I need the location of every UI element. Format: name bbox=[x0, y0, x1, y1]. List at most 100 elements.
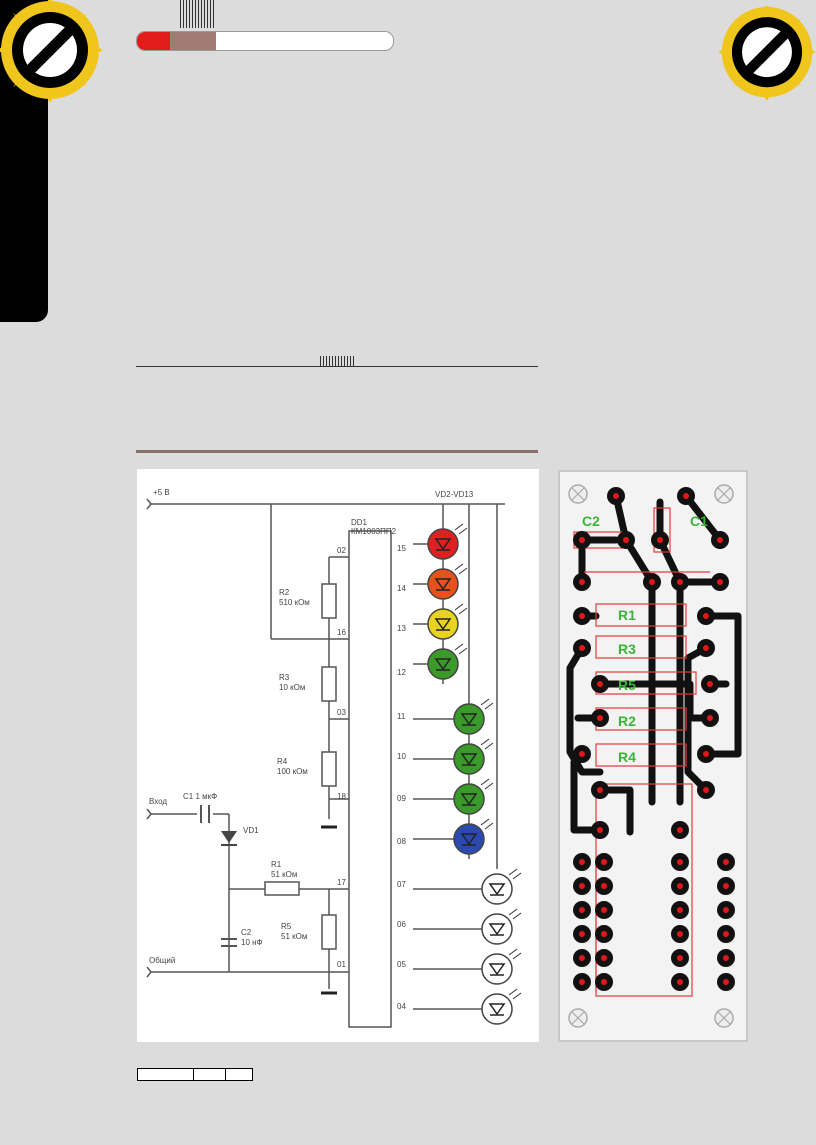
pcb-pad-hole bbox=[703, 613, 709, 619]
pcb-pad-hole bbox=[649, 579, 655, 585]
pcb-layout: C2 C1 R1 R3 R5 R2 R4 bbox=[558, 470, 748, 1042]
pcb-pad-hole bbox=[601, 955, 607, 961]
ic-part-label: КМ1003ПП2 bbox=[351, 527, 397, 536]
pcb-label-r3: R3 bbox=[618, 641, 636, 657]
pcb-pad-hole bbox=[723, 931, 729, 937]
input-label: Вход bbox=[149, 797, 167, 806]
pin-07: 07 bbox=[397, 880, 406, 889]
pcb-pad-hole bbox=[579, 613, 585, 619]
pcb-label-r1: R1 bbox=[618, 607, 636, 623]
r1-label: R1 bbox=[271, 860, 282, 869]
pcb-pad-hole bbox=[683, 493, 689, 499]
pin-06: 06 bbox=[397, 920, 406, 929]
r4-value: 100 кОм bbox=[277, 767, 308, 776]
led-4 bbox=[427, 603, 468, 640]
r2-label: R2 bbox=[279, 588, 290, 597]
pcb-drawing: C2 C1 R1 R3 R5 R2 R4 bbox=[566, 484, 742, 1028]
caption-box bbox=[194, 1069, 226, 1080]
pin-05: 05 bbox=[397, 960, 406, 969]
pcb-pad-hole bbox=[677, 979, 683, 985]
supply-label: +5 В bbox=[153, 488, 170, 497]
pcb-pad-hole bbox=[579, 931, 585, 937]
pcb-label-r5: R5 bbox=[618, 677, 636, 693]
pcb-pad-hole bbox=[707, 715, 713, 721]
schematic-drawing: +5 В VD2-VD13 DD1 КМ1003ПП2 R2 510 кОм R… bbox=[146, 488, 522, 1028]
pcb-pad-hole bbox=[677, 955, 683, 961]
led-range-label: VD2-VD13 bbox=[435, 490, 474, 499]
pcb-pad-hole bbox=[579, 579, 585, 585]
c1-label: C1 1 мкФ bbox=[183, 792, 217, 801]
pin-14: 14 bbox=[397, 584, 406, 593]
pcb-pad-hole bbox=[677, 579, 683, 585]
pcb-pad-hole bbox=[601, 931, 607, 937]
r1-value: 51 кОм bbox=[271, 870, 297, 879]
pcb-pad-hole bbox=[579, 883, 585, 889]
r3-label: R3 bbox=[279, 673, 290, 682]
r2-value: 510 кОм bbox=[279, 598, 310, 607]
pin-10: 10 bbox=[397, 752, 406, 761]
pcb-pad-hole bbox=[579, 645, 585, 651]
c2-label: C2 bbox=[241, 928, 252, 937]
pin-08: 08 bbox=[397, 837, 406, 846]
header-tick-marks bbox=[180, 0, 214, 28]
pcb-pad-hole bbox=[579, 955, 585, 961]
pin-15: 15 bbox=[397, 544, 406, 553]
pcb-pad-hole bbox=[601, 859, 607, 865]
pcb-pad-hole bbox=[601, 883, 607, 889]
circuit-schematic: +5 В VD2-VD13 DD1 КМ1003ПП2 R2 510 кОм R… bbox=[137, 469, 539, 1042]
led-7 bbox=[453, 738, 494, 775]
led-13 bbox=[481, 988, 522, 1025]
pcb-pad-hole bbox=[717, 579, 723, 585]
pcb-pad-hole bbox=[723, 907, 729, 913]
pin-09: 09 bbox=[397, 794, 406, 803]
pcb-label-r4: R4 bbox=[618, 749, 636, 765]
pin-12: 12 bbox=[397, 668, 406, 677]
pin-16: 16 bbox=[337, 628, 346, 637]
pin-18: 18 bbox=[337, 792, 346, 801]
pin-03: 03 bbox=[337, 708, 346, 717]
pcb-label-c2: C2 bbox=[582, 513, 600, 529]
pin-02: 02 bbox=[337, 546, 346, 555]
section-rule-thick bbox=[136, 450, 538, 453]
led-3 bbox=[427, 563, 468, 600]
pcb-label-c1: C1 bbox=[690, 513, 708, 529]
pcb-pad-hole bbox=[597, 681, 603, 687]
ic-ref-label: DD1 bbox=[351, 518, 368, 527]
pcb-pad-hole bbox=[723, 859, 729, 865]
pcb-pad-hole bbox=[707, 681, 713, 687]
pcb-pad-hole bbox=[677, 931, 683, 937]
led-5 bbox=[427, 643, 468, 680]
c2-value: 10 нФ bbox=[241, 938, 263, 947]
pcb-pad-hole bbox=[723, 883, 729, 889]
pcb-pad-hole bbox=[601, 979, 607, 985]
pcb-pad-hole bbox=[613, 493, 619, 499]
pcb-pad-hole bbox=[677, 827, 683, 833]
caption-box bbox=[226, 1069, 252, 1080]
prohibition-seal-icon-right bbox=[719, 6, 815, 102]
r4-label: R4 bbox=[277, 757, 288, 766]
r5-value: 51 кОм bbox=[281, 932, 307, 941]
pin-04: 04 bbox=[397, 1002, 406, 1011]
pcb-pad-hole bbox=[723, 979, 729, 985]
vd1-label: VD1 bbox=[243, 826, 259, 835]
led-group bbox=[427, 523, 522, 1025]
r3-value: 10 кОм bbox=[279, 683, 305, 692]
pcb-pad-hole bbox=[597, 715, 603, 721]
pin-01: 01 bbox=[337, 960, 346, 969]
led-9 bbox=[453, 818, 494, 855]
pcb-pad-hole bbox=[677, 907, 683, 913]
pcb-pad-hole bbox=[579, 859, 585, 865]
pcb-pad-hole bbox=[579, 907, 585, 913]
pin-17: 17 bbox=[337, 878, 346, 887]
pcb-pad-hole bbox=[601, 907, 607, 913]
caption-box bbox=[138, 1069, 194, 1080]
led-10 bbox=[481, 868, 522, 905]
pcb-pads bbox=[573, 487, 735, 991]
rule-tick-marks bbox=[320, 356, 354, 367]
common-label: Общий bbox=[149, 956, 175, 965]
progress-red-segment bbox=[137, 32, 170, 50]
header-progress-bar bbox=[136, 31, 394, 51]
pcb-label-r2: R2 bbox=[618, 713, 636, 729]
pcb-pad-hole bbox=[677, 859, 683, 865]
pin-11: 11 bbox=[397, 712, 406, 721]
